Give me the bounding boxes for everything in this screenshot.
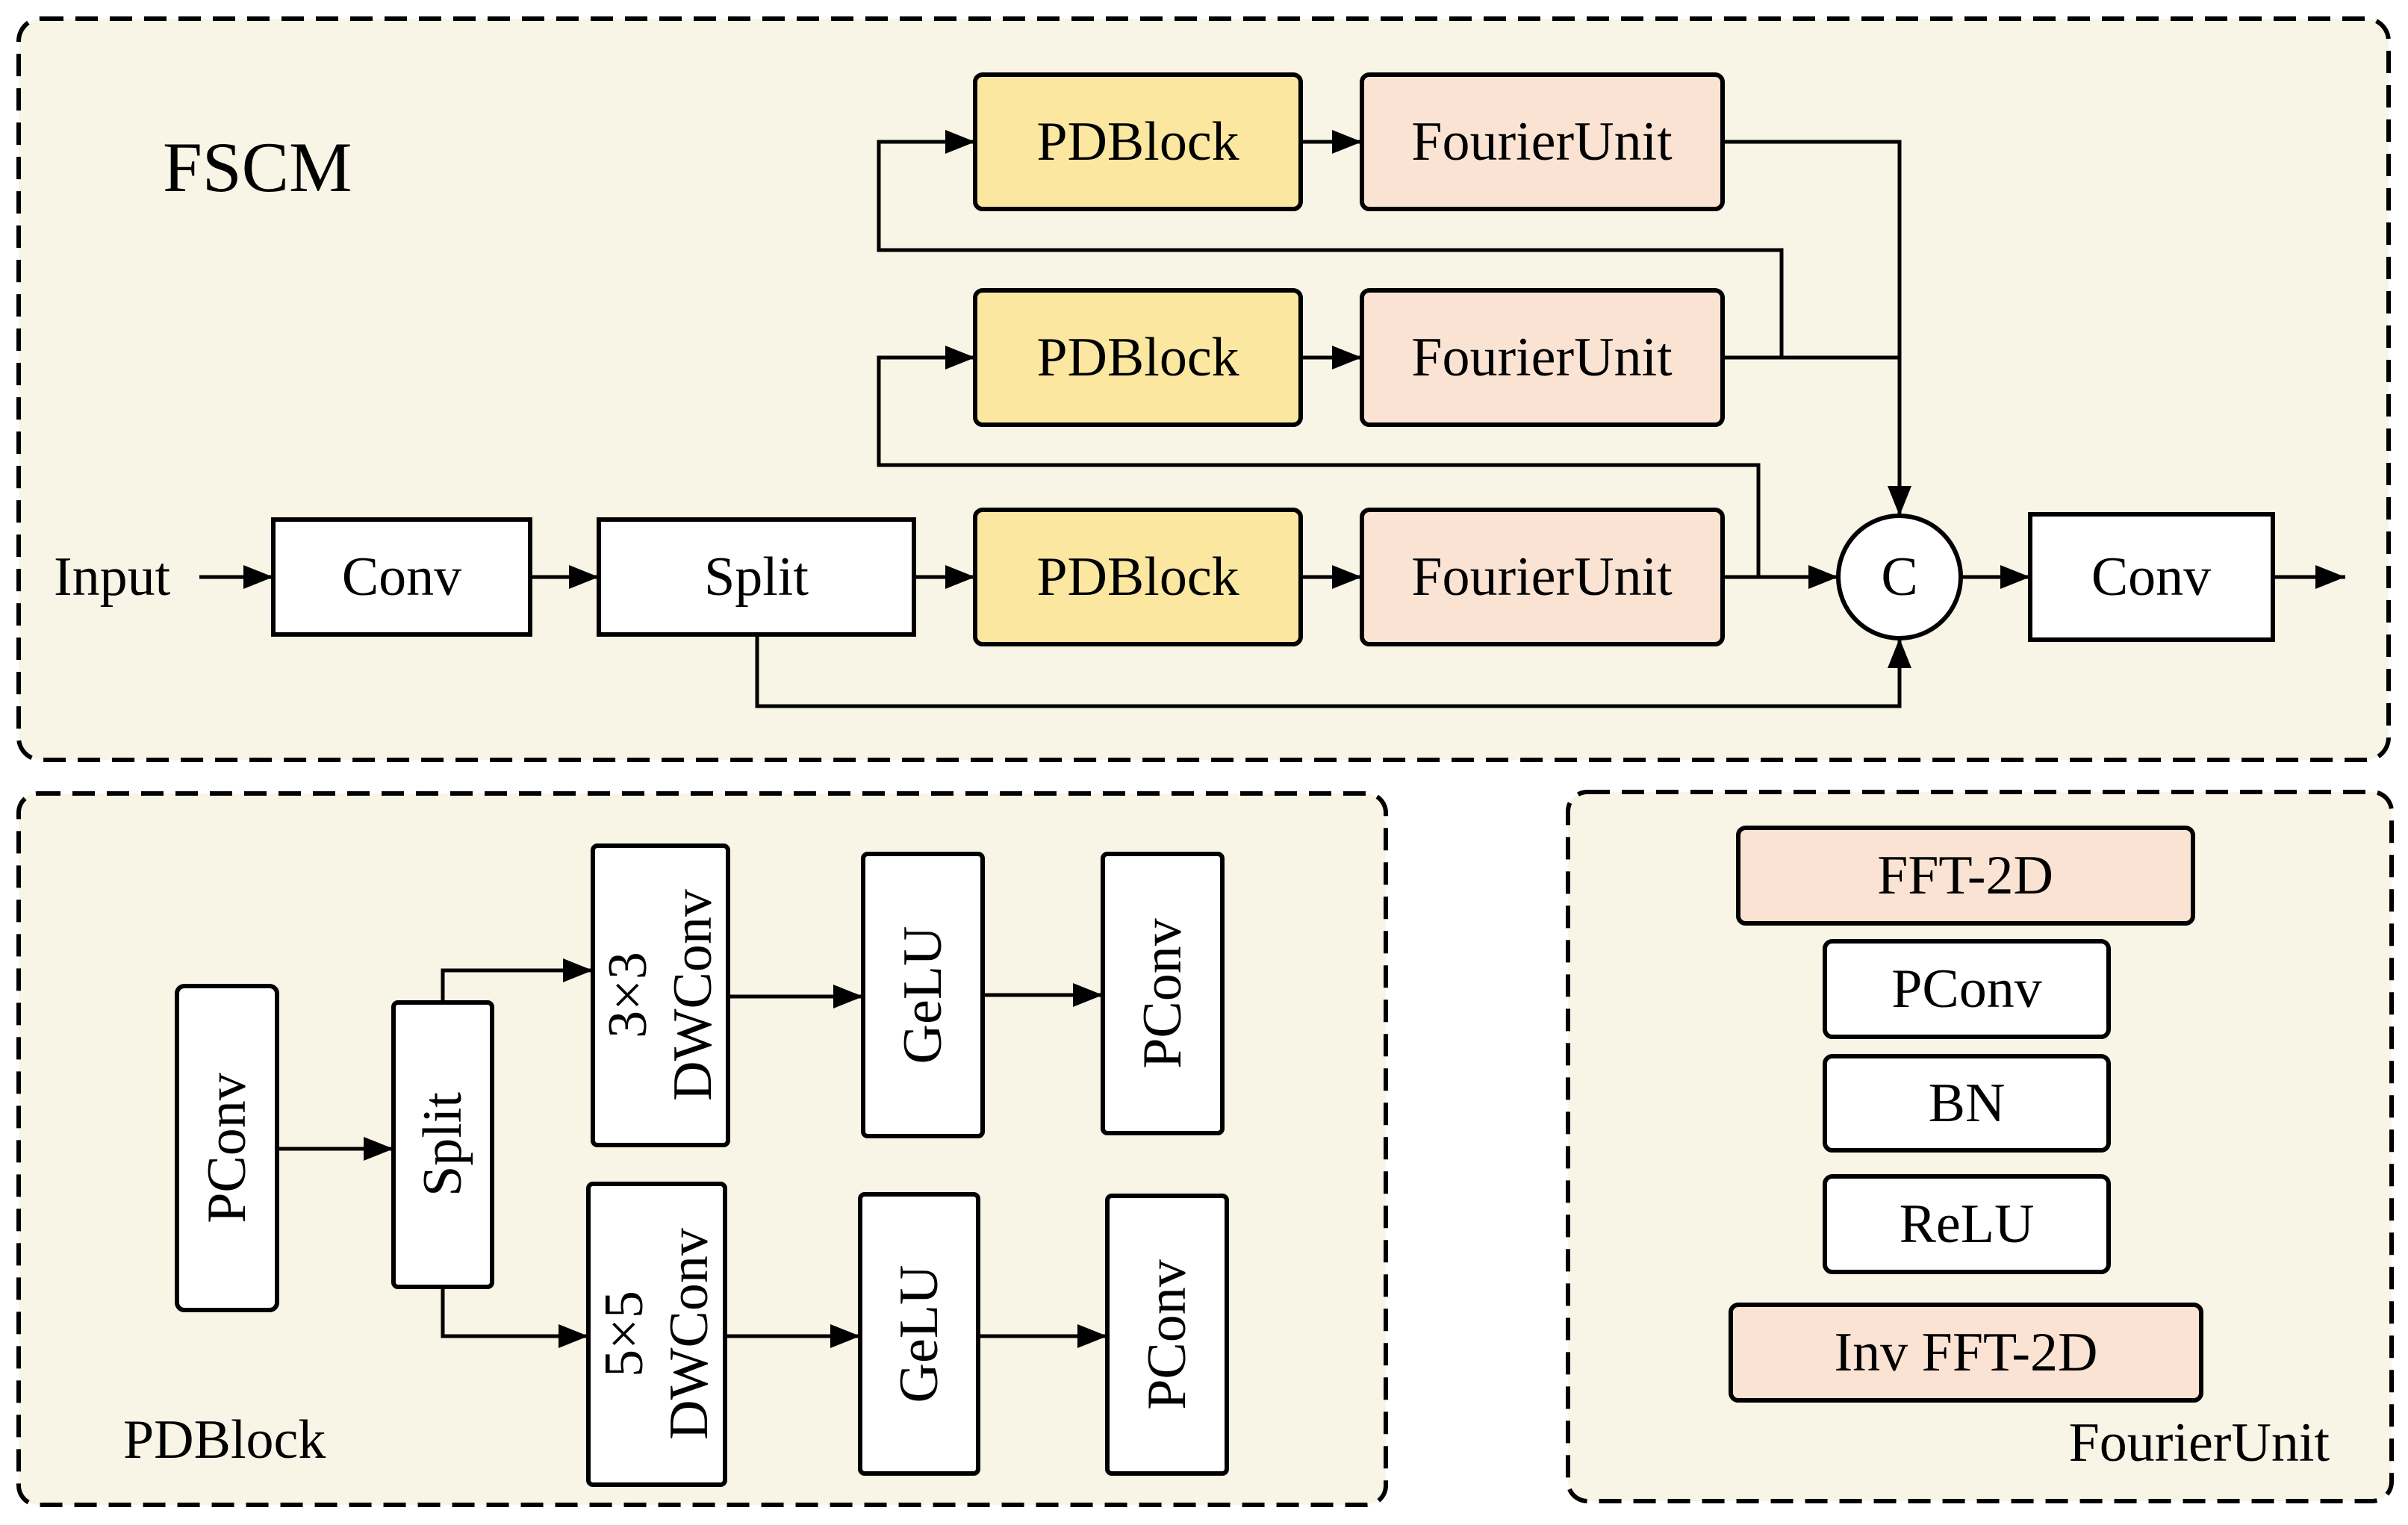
pconv-layer-box <box>1823 939 2111 1039</box>
pdblock-split-label: Split <box>412 1092 473 1197</box>
pconv-bottom-label: PConv <box>1136 1259 1198 1410</box>
pconv-layer-label: PConv <box>1891 958 2042 1020</box>
fft-2d-box <box>1736 826 2195 926</box>
split-box <box>597 517 916 637</box>
pconv-layer: PConv <box>1823 939 2111 1039</box>
fourierunit-panel: FourierUnit FFT-2D PConv BN ReLU Inv FFT… <box>1566 790 2394 1503</box>
fourierunit-1-label: FourierUnit <box>1411 111 1673 172</box>
arrow-split-skip-to-concat <box>755 634 1911 708</box>
relu-layer-label: ReLU <box>1900 1194 2035 1255</box>
dwconv-3x3: 3×3 DWConv <box>591 843 730 1147</box>
arrow-fourierunit-1-to-concat <box>1723 140 1911 516</box>
dwconv-5x5-kernel-label: 5×5 <box>594 1291 655 1377</box>
fourierunit-3: FourierUnit <box>1360 508 1725 646</box>
arrow-fourierunit-2-to-pdblock-1 <box>877 130 1784 358</box>
gelu-bottom-box <box>858 1192 980 1476</box>
split-label: Split <box>704 546 809 608</box>
pdblock-panel: PDBlock PConv Split 3×3 DWConv GeLU <box>16 791 1388 1507</box>
fft-2d-layer: FFT-2D <box>1736 826 2195 926</box>
conv-out-box <box>2028 512 2275 642</box>
dwconv-3x3-kernel-label: 3×3 <box>597 952 659 1038</box>
pconv-top-box <box>1101 852 1225 1135</box>
fourierunit-2-label: FourierUnit <box>1411 327 1673 388</box>
dwconv-5x5-box <box>586 1182 727 1487</box>
pdblock-1: PDBlock <box>973 72 1303 211</box>
dwconv-3x3-label: DWConv <box>662 889 724 1101</box>
pdblock-panel-title: PDBlock <box>123 1409 326 1471</box>
arrow-split-to-dwconv-3x3 <box>441 958 593 1002</box>
fourierunit-3-label: FourierUnit <box>1411 546 1673 608</box>
pdblock-split: Split <box>391 1000 494 1289</box>
inv-fft-2d-layer: Inv FFT-2D <box>1729 1303 2203 1403</box>
pdblock-pconv-in-label: PConv <box>196 1073 258 1223</box>
concat-node: C <box>1836 514 1963 640</box>
input-label: Input <box>54 546 171 608</box>
bn-layer-box <box>1823 1054 2111 1153</box>
gelu-top-label: GeLU <box>892 926 953 1064</box>
fourierunit-1: FourierUnit <box>1360 72 1725 211</box>
gelu-top-box <box>861 852 985 1138</box>
dwconv-5x5-label: DWConv <box>659 1228 720 1440</box>
pdblock-2-box <box>973 288 1303 427</box>
bn-layer: BN <box>1823 1054 2111 1153</box>
conv-out-block: Conv <box>2028 512 2275 642</box>
arrow-fourierunit-3-to-pdblock-2 <box>877 346 1761 577</box>
gelu-bottom: GeLU <box>858 1192 980 1476</box>
pdblock-3: PDBlock <box>973 508 1303 646</box>
fourierunit-panel-title: FourierUnit <box>2069 1412 2330 1473</box>
pconv-bottom: PConv <box>1105 1194 1229 1476</box>
concat-label: C <box>1881 546 1917 608</box>
fourierunit-3-box <box>1360 508 1725 646</box>
pconv-bottom-box <box>1105 1194 1229 1476</box>
dwconv-5x5: 5×5 DWConv <box>586 1182 727 1487</box>
conv-in-label: Conv <box>342 546 461 608</box>
gelu-top: GeLU <box>861 852 985 1138</box>
fourierunit-1-box <box>1360 72 1725 211</box>
bn-layer-label: BN <box>1929 1073 2006 1134</box>
pdblock-3-box <box>973 508 1303 646</box>
relu-layer: ReLU <box>1823 1174 2111 1274</box>
fscm-title: FSCM <box>163 128 352 207</box>
conv-in-block: Conv <box>271 517 532 637</box>
fourierunit-2-box <box>1360 288 1725 427</box>
pdblock-split-box <box>391 1000 494 1289</box>
pdblock-panel-frame <box>16 791 1388 1507</box>
pdblock-2-label: PDBlock <box>1036 327 1239 388</box>
conv-in-box <box>271 517 532 637</box>
dwconv-3x3-box <box>591 843 730 1147</box>
inv-fft-2d-box <box>1729 1303 2203 1403</box>
pdblock-1-label: PDBlock <box>1036 111 1239 172</box>
arrow-split-to-dwconv-5x5 <box>441 1287 588 1348</box>
relu-layer-box <box>1823 1174 2111 1274</box>
conv-out-label: Conv <box>2091 546 2211 608</box>
pdblock-pconv-in: PConv <box>175 984 279 1312</box>
fft-2d-label: FFT-2D <box>1877 845 2053 906</box>
pdblock-1-box <box>973 72 1303 211</box>
gelu-bottom-label: GeLU <box>889 1265 950 1403</box>
pdblock-pconv-in-box <box>175 984 279 1312</box>
split-block: Split <box>597 517 916 637</box>
pdblock-2: PDBlock <box>973 288 1303 427</box>
pdblock-3-label: PDBlock <box>1036 546 1239 608</box>
fscm-panel: FSCM Input Conv Split PDBlock <box>16 16 2391 762</box>
fourierunit-2: FourierUnit <box>1360 288 1725 427</box>
inv-fft-2d-label: Inv FFT-2D <box>1835 1322 2098 1383</box>
pconv-top: PConv <box>1101 852 1225 1135</box>
pconv-top-label: PConv <box>1132 918 1193 1069</box>
concat-circle <box>1836 514 1963 640</box>
